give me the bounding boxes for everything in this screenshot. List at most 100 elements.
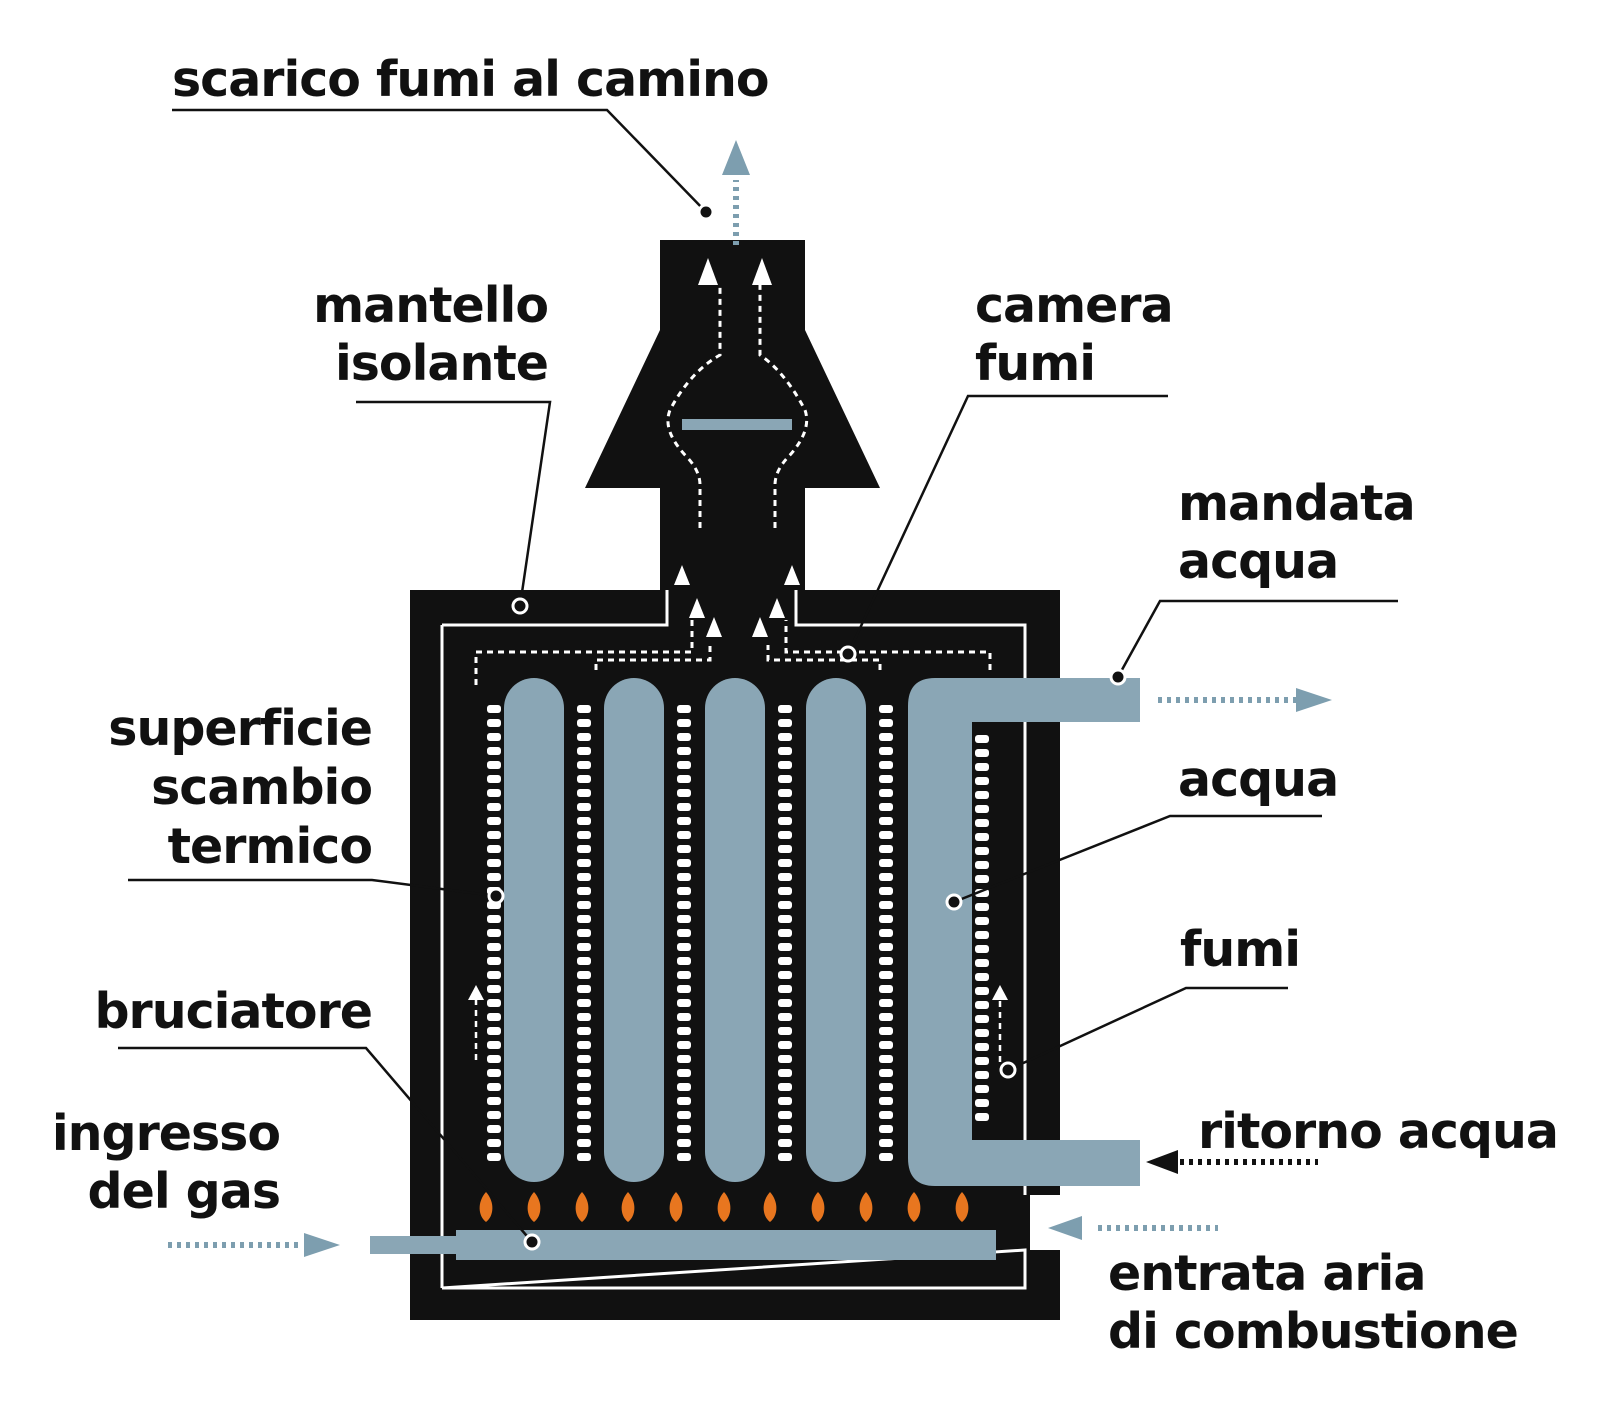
fin-dot [577, 789, 591, 797]
fin-dot [487, 831, 501, 839]
fin-dot [778, 747, 792, 755]
fin-dot [879, 1139, 893, 1147]
fin-dot [778, 1097, 792, 1105]
fin-dot [879, 705, 893, 713]
exhaust-arrow-icon [722, 140, 750, 175]
burner-bar [456, 1230, 996, 1260]
fin-dot [577, 1125, 591, 1133]
fin-dot [778, 803, 792, 811]
fin-dot [487, 747, 501, 755]
fin-dot [975, 735, 989, 743]
flame-icon [763, 1192, 777, 1222]
fin-dot [487, 1097, 501, 1105]
fin-dot [879, 1041, 893, 1049]
fin-dot [677, 887, 691, 895]
water-tubes [504, 678, 1140, 1186]
fin-dot [487, 999, 501, 1007]
fin-dot [975, 1057, 989, 1065]
fin-dot [975, 1015, 989, 1023]
fin-dot [778, 1041, 792, 1049]
fin-dot [975, 1029, 989, 1037]
label-mandata-2: acqua [1178, 533, 1338, 590]
fin-dot [487, 985, 501, 993]
fin-dot [677, 985, 691, 993]
fin-dot [879, 747, 893, 755]
fin-dot [577, 705, 591, 713]
fin-dot [577, 859, 591, 867]
fin-dot [879, 1083, 893, 1091]
fin-dot [879, 1111, 893, 1119]
gas-pipe [370, 1236, 460, 1254]
fin-dot [577, 803, 591, 811]
burner [370, 1192, 996, 1260]
fin-dot [778, 1125, 792, 1133]
insulation-gap-line [441, 590, 1027, 1290]
fin-dot [487, 915, 501, 923]
fin-dot [677, 943, 691, 951]
fin-dot [677, 761, 691, 769]
fin-dot [879, 775, 893, 783]
fin-dot [487, 803, 501, 811]
fin-dot [975, 861, 989, 869]
fin-dot [487, 1041, 501, 1049]
flame-icon [621, 1192, 635, 1222]
fin-dot [487, 1139, 501, 1147]
fin-dot [577, 719, 591, 727]
fin-dot [677, 999, 691, 1007]
fin-dot [487, 1027, 501, 1035]
fin-dot [778, 705, 792, 713]
fin-dot [487, 719, 501, 727]
flame-icon [669, 1192, 683, 1222]
fin-dot [778, 1069, 792, 1077]
fin-dot [778, 1055, 792, 1063]
fin-dot [879, 1153, 893, 1161]
fin-dot [487, 957, 501, 965]
fin-dot [677, 971, 691, 979]
fin-dot [677, 957, 691, 965]
flame-icon [717, 1192, 731, 1222]
flame-icon [527, 1192, 541, 1222]
fin-dot [577, 1069, 591, 1077]
fin-dot [778, 1027, 792, 1035]
fin-dot [975, 959, 989, 967]
fin-dot [975, 931, 989, 939]
fin-dot [577, 817, 591, 825]
fin-dot [577, 985, 591, 993]
fin-dot [487, 1153, 501, 1161]
fin-dot [975, 987, 989, 995]
fin-dot [677, 1055, 691, 1063]
flame-icon [479, 1192, 493, 1222]
water-tube-1 [504, 678, 564, 1182]
flame-icon [575, 1192, 589, 1222]
label-mantello-2: isolante [335, 335, 548, 392]
fin-dot [487, 971, 501, 979]
fin-dot [778, 775, 792, 783]
fin-dot [677, 705, 691, 713]
label-superficie-2: scambio [151, 759, 372, 816]
fin-dot [577, 943, 591, 951]
fin-dot [975, 777, 989, 785]
fin-dot [677, 901, 691, 909]
fin-dot [577, 1055, 591, 1063]
fin-dot [879, 999, 893, 1007]
fin-dot [577, 971, 591, 979]
label-scarico: scarico fumi al camino [172, 51, 769, 108]
fin-dot [677, 719, 691, 727]
fin-dot [577, 901, 591, 909]
fin-dot [577, 845, 591, 853]
external-flow-arrows [168, 140, 1332, 1257]
fin-dot [879, 803, 893, 811]
fin-dot [487, 761, 501, 769]
fin-dot [975, 1085, 989, 1093]
fin-dot [487, 775, 501, 783]
fin-dot [778, 1153, 792, 1161]
fin-dot [677, 817, 691, 825]
fin-dot [577, 887, 591, 895]
fin-dot [975, 917, 989, 925]
water-tube-2 [604, 678, 664, 1182]
label-fumi: fumi [1180, 921, 1300, 978]
fin-dot [577, 1111, 591, 1119]
fin-dot [487, 873, 501, 881]
fin-dot [975, 819, 989, 827]
fin-dot [677, 831, 691, 839]
